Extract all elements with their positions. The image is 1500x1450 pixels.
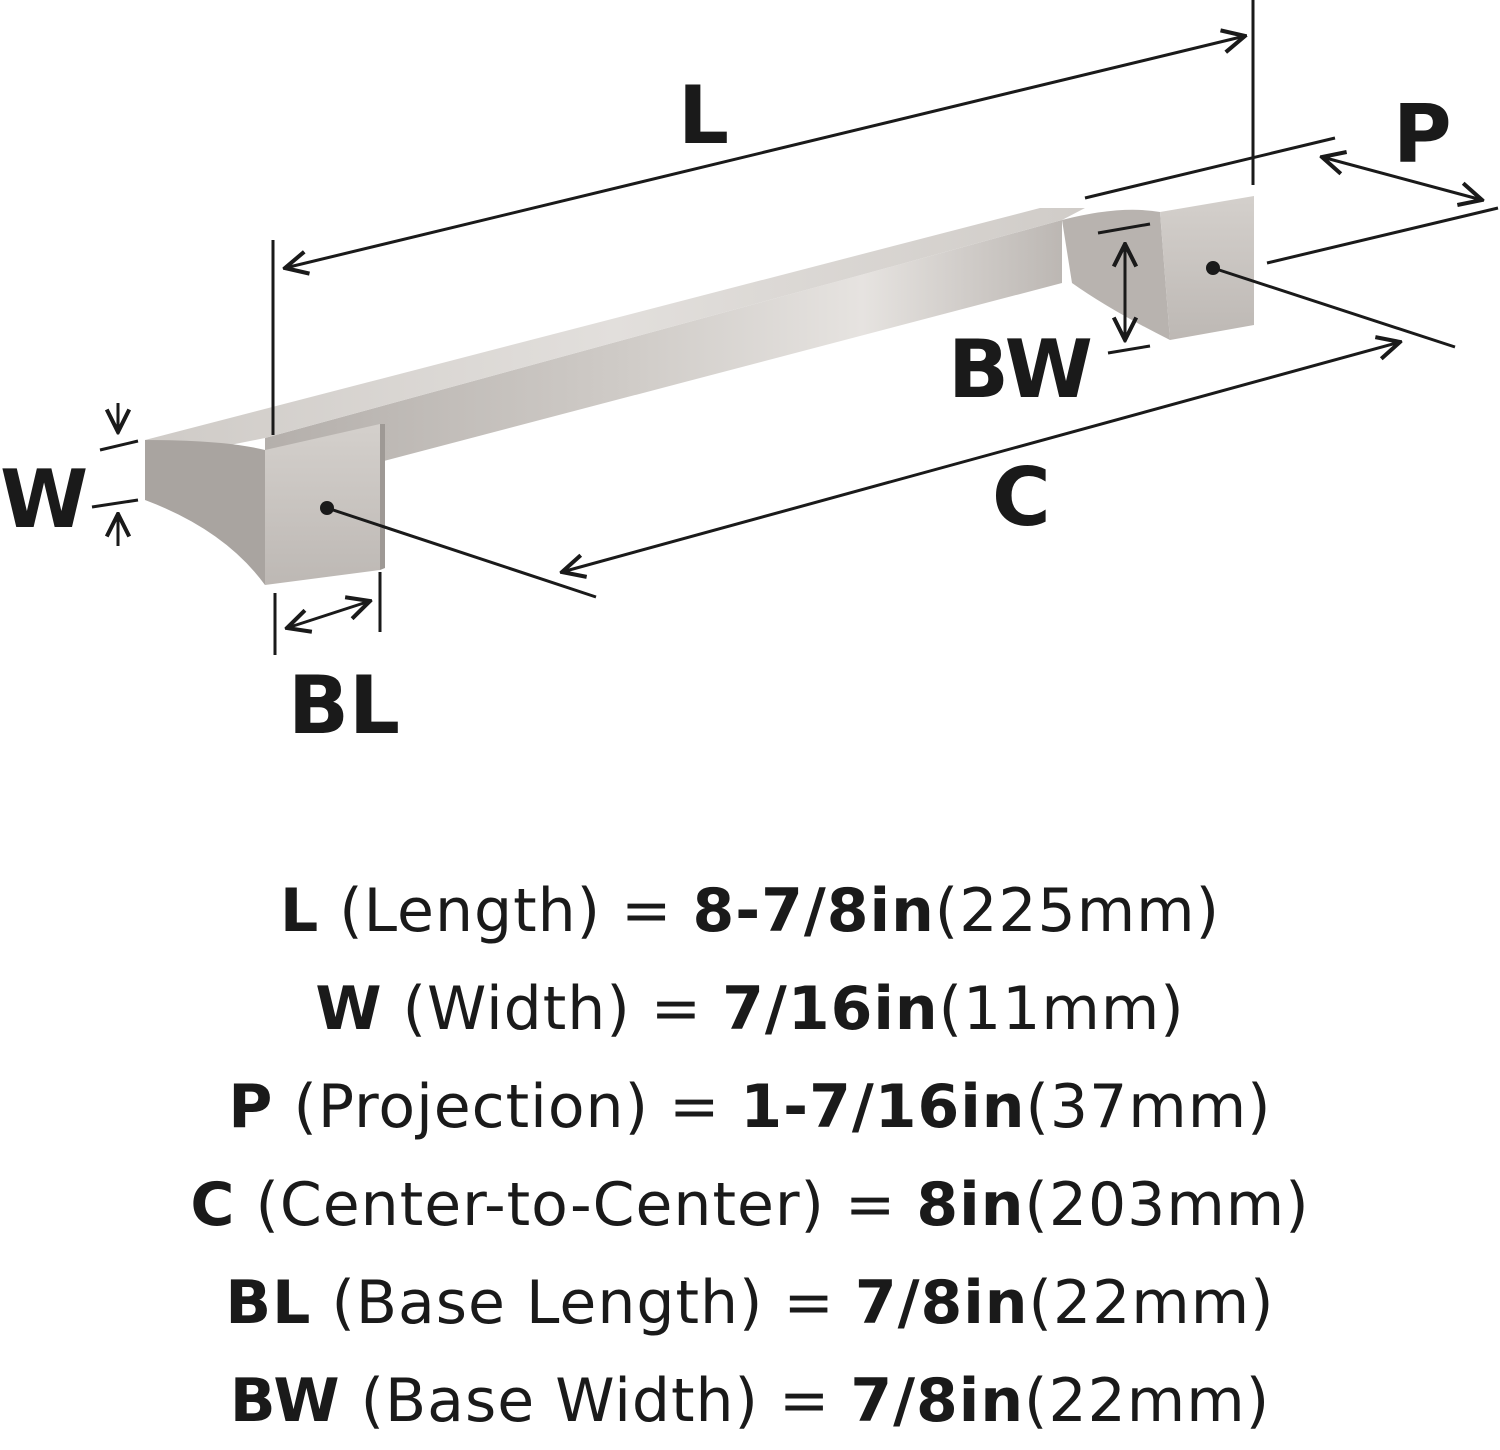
spec-metric: (22mm) bbox=[1028, 1268, 1275, 1338]
dimension-diagram: L P BW W C BL bbox=[0, 0, 1499, 752]
spec-row-length: L (Length) = 8-7/8in(225mm) bbox=[0, 862, 1500, 960]
spec-description: (Projection) = bbox=[293, 1072, 741, 1142]
spec-row-center-to-center: C (Center-to-Center) = 8in(203mm) bbox=[0, 1156, 1500, 1254]
spec-imperial: 1-7/16in bbox=[740, 1072, 1026, 1142]
specification-list: L (Length) = 8-7/8in(225mm) W (Width) = … bbox=[0, 862, 1500, 1450]
spec-imperial: 8in bbox=[916, 1170, 1025, 1240]
spec-description: (Width) = bbox=[402, 974, 723, 1044]
spec-row-projection: P (Projection) = 1-7/16in(37mm) bbox=[0, 1058, 1500, 1156]
spec-metric: (203mm) bbox=[1024, 1170, 1310, 1240]
spec-description: (Center-to-Center) = bbox=[255, 1170, 917, 1240]
label-c: C bbox=[992, 451, 1051, 544]
label-l: L bbox=[678, 69, 729, 162]
spec-code: BL bbox=[225, 1268, 312, 1338]
c-dimension-arrow bbox=[562, 342, 1400, 572]
p-dimension-arrow bbox=[1322, 157, 1482, 200]
spec-description: (Base Width) = bbox=[360, 1366, 851, 1436]
spec-imperial: 8-7/8in bbox=[692, 876, 935, 946]
spec-metric: (11mm) bbox=[938, 974, 1185, 1044]
spec-imperial: 7/8in bbox=[854, 1268, 1029, 1338]
spec-code: P bbox=[228, 1072, 274, 1142]
spec-metric: (37mm) bbox=[1025, 1072, 1272, 1142]
spec-row-base-length: BL (Base Length) = 7/8in(22mm) bbox=[0, 1254, 1500, 1352]
label-w: W bbox=[0, 453, 88, 546]
spec-row-width: W (Width) = 7/16in(11mm) bbox=[0, 960, 1500, 1058]
spec-code: W bbox=[315, 974, 383, 1044]
bl-dimension-arrow bbox=[287, 601, 370, 628]
spec-imperial: 7/8in bbox=[850, 1366, 1025, 1436]
spec-code: L bbox=[279, 876, 320, 946]
label-bw: BW bbox=[948, 323, 1093, 416]
spec-description: (Base Length) = bbox=[331, 1268, 855, 1338]
label-bl: BL bbox=[288, 659, 400, 752]
label-p: P bbox=[1393, 88, 1452, 181]
l-dimension-arrow bbox=[285, 36, 1245, 268]
handle-bar-top bbox=[145, 208, 1085, 445]
spec-code: C bbox=[190, 1170, 236, 1240]
spec-code: BW bbox=[229, 1366, 341, 1436]
spec-metric: (225mm) bbox=[934, 876, 1221, 946]
spec-description: (Length) = bbox=[339, 876, 693, 946]
spec-imperial: 7/16in bbox=[722, 974, 939, 1044]
handle-left-leg bbox=[145, 440, 265, 585]
spec-metric: (22mm) bbox=[1024, 1366, 1271, 1436]
spec-row-base-width: BW (Base Width) = 7/8in(22mm) bbox=[0, 1352, 1500, 1450]
dimension-lines bbox=[91, 0, 1499, 655]
